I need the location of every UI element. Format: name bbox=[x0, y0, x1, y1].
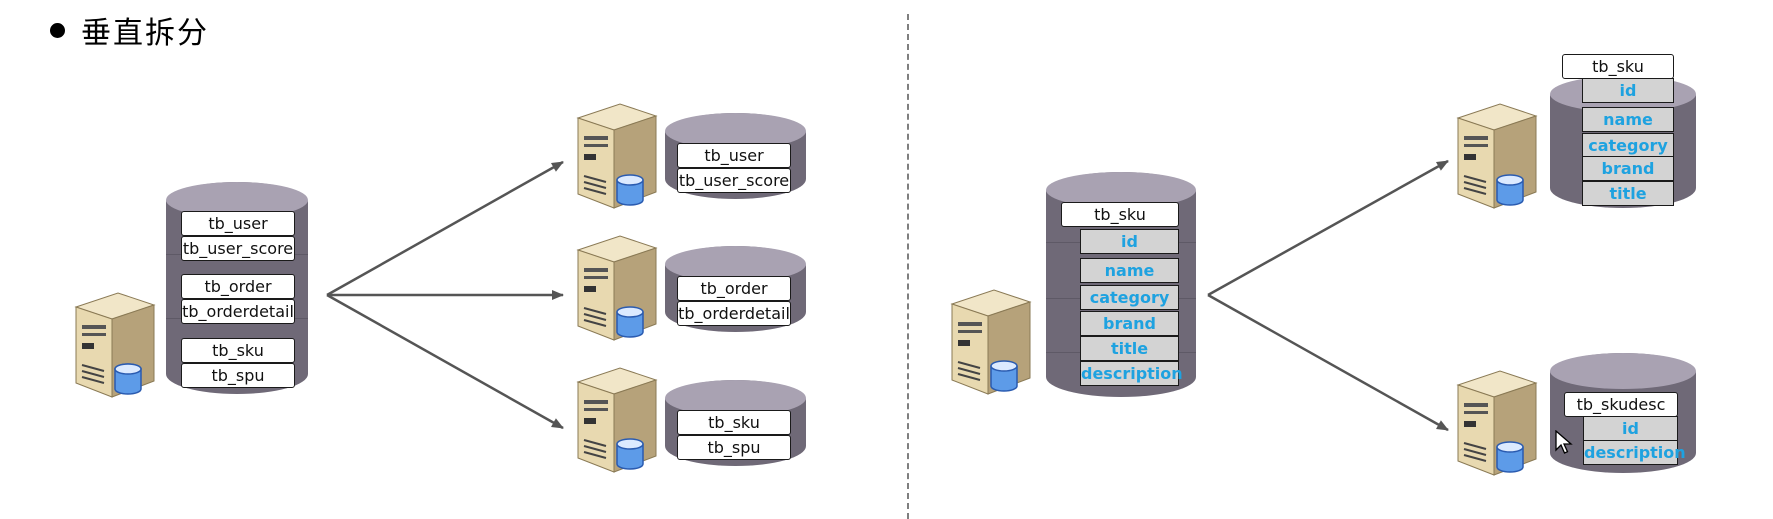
table-label: tb_user bbox=[181, 211, 295, 236]
arrow-to-server-1 bbox=[326, 160, 564, 297]
field-label: category bbox=[1582, 133, 1674, 158]
table-label: tb_spu bbox=[677, 435, 791, 460]
arrow-to-sku-server bbox=[1207, 159, 1449, 297]
server-icon bbox=[568, 96, 663, 211]
arrow-to-server-3 bbox=[326, 293, 564, 430]
table-label: tb_orderdetail bbox=[181, 299, 295, 324]
field-label: brand bbox=[1080, 311, 1179, 336]
field-label: brand bbox=[1582, 156, 1674, 181]
table-label: tb_sku bbox=[677, 410, 791, 435]
server-icon bbox=[942, 282, 1037, 397]
field-label: description bbox=[1583, 440, 1686, 465]
server-icon bbox=[568, 228, 663, 343]
field-label: title bbox=[1582, 181, 1674, 206]
table-label: tb_user bbox=[677, 143, 791, 168]
table-label: tb_user_score bbox=[181, 236, 295, 261]
mouse-cursor-icon bbox=[1555, 430, 1573, 454]
table-label: tb_spu bbox=[181, 363, 295, 388]
field-label: name bbox=[1080, 258, 1179, 283]
table-name-label: tb_skudesc bbox=[1564, 392, 1678, 417]
field-label: id bbox=[1583, 416, 1678, 441]
field-label: category bbox=[1080, 285, 1179, 310]
table-label: tb_order bbox=[677, 276, 791, 301]
field-label: id bbox=[1080, 229, 1179, 254]
table-label: tb_sku bbox=[181, 338, 295, 363]
table-label: tb_order bbox=[181, 274, 295, 299]
table-name-label: tb_sku bbox=[1061, 202, 1179, 227]
field-label: id bbox=[1582, 78, 1674, 103]
server-icon bbox=[1448, 363, 1543, 478]
table-name-label: tb_sku bbox=[1562, 54, 1674, 79]
field-label: title bbox=[1080, 336, 1179, 361]
server-icon bbox=[1448, 96, 1543, 211]
table-label: tb_orderdetail bbox=[677, 301, 791, 326]
arrow-to-skudesc-server bbox=[1207, 293, 1449, 432]
bullet-icon bbox=[50, 22, 65, 38]
title-text: 垂直拆分 bbox=[81, 16, 209, 51]
table-label: tb_user_score bbox=[677, 168, 791, 193]
field-label: name bbox=[1582, 107, 1674, 132]
slide-title: 垂直拆分 bbox=[50, 10, 209, 51]
server-icon bbox=[568, 360, 663, 475]
section-divider bbox=[907, 14, 909, 519]
field-label: description bbox=[1080, 361, 1183, 386]
server-icon bbox=[66, 285, 161, 400]
